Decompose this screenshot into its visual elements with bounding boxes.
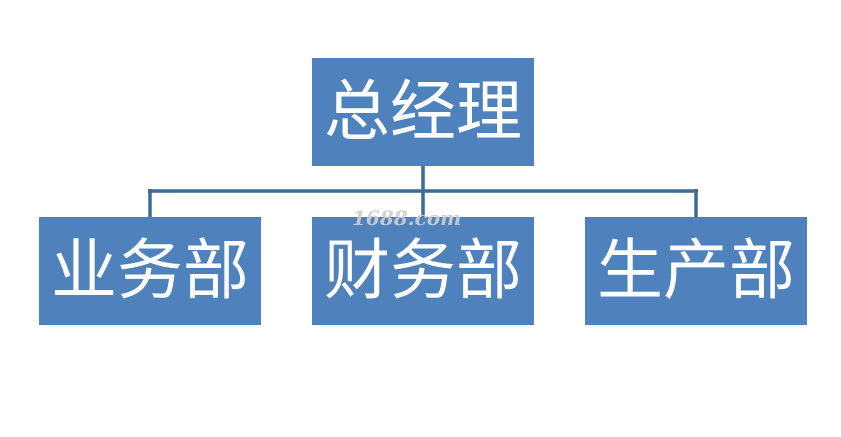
org-node-general-manager: 总经理 bbox=[312, 58, 534, 166]
org-node-business-dept: 业务部 bbox=[39, 217, 261, 325]
org-node-label: 业务部 bbox=[51, 232, 249, 309]
org-node-production-dept: 生产部 bbox=[585, 217, 807, 325]
watermark-text: 1688.com bbox=[352, 206, 462, 230]
org-node-finance-dept: 财务部 bbox=[312, 217, 534, 325]
org-node-label: 财务部 bbox=[324, 232, 522, 309]
org-node-label: 生产部 bbox=[597, 232, 795, 309]
org-node-label: 总经理 bbox=[324, 73, 522, 150]
